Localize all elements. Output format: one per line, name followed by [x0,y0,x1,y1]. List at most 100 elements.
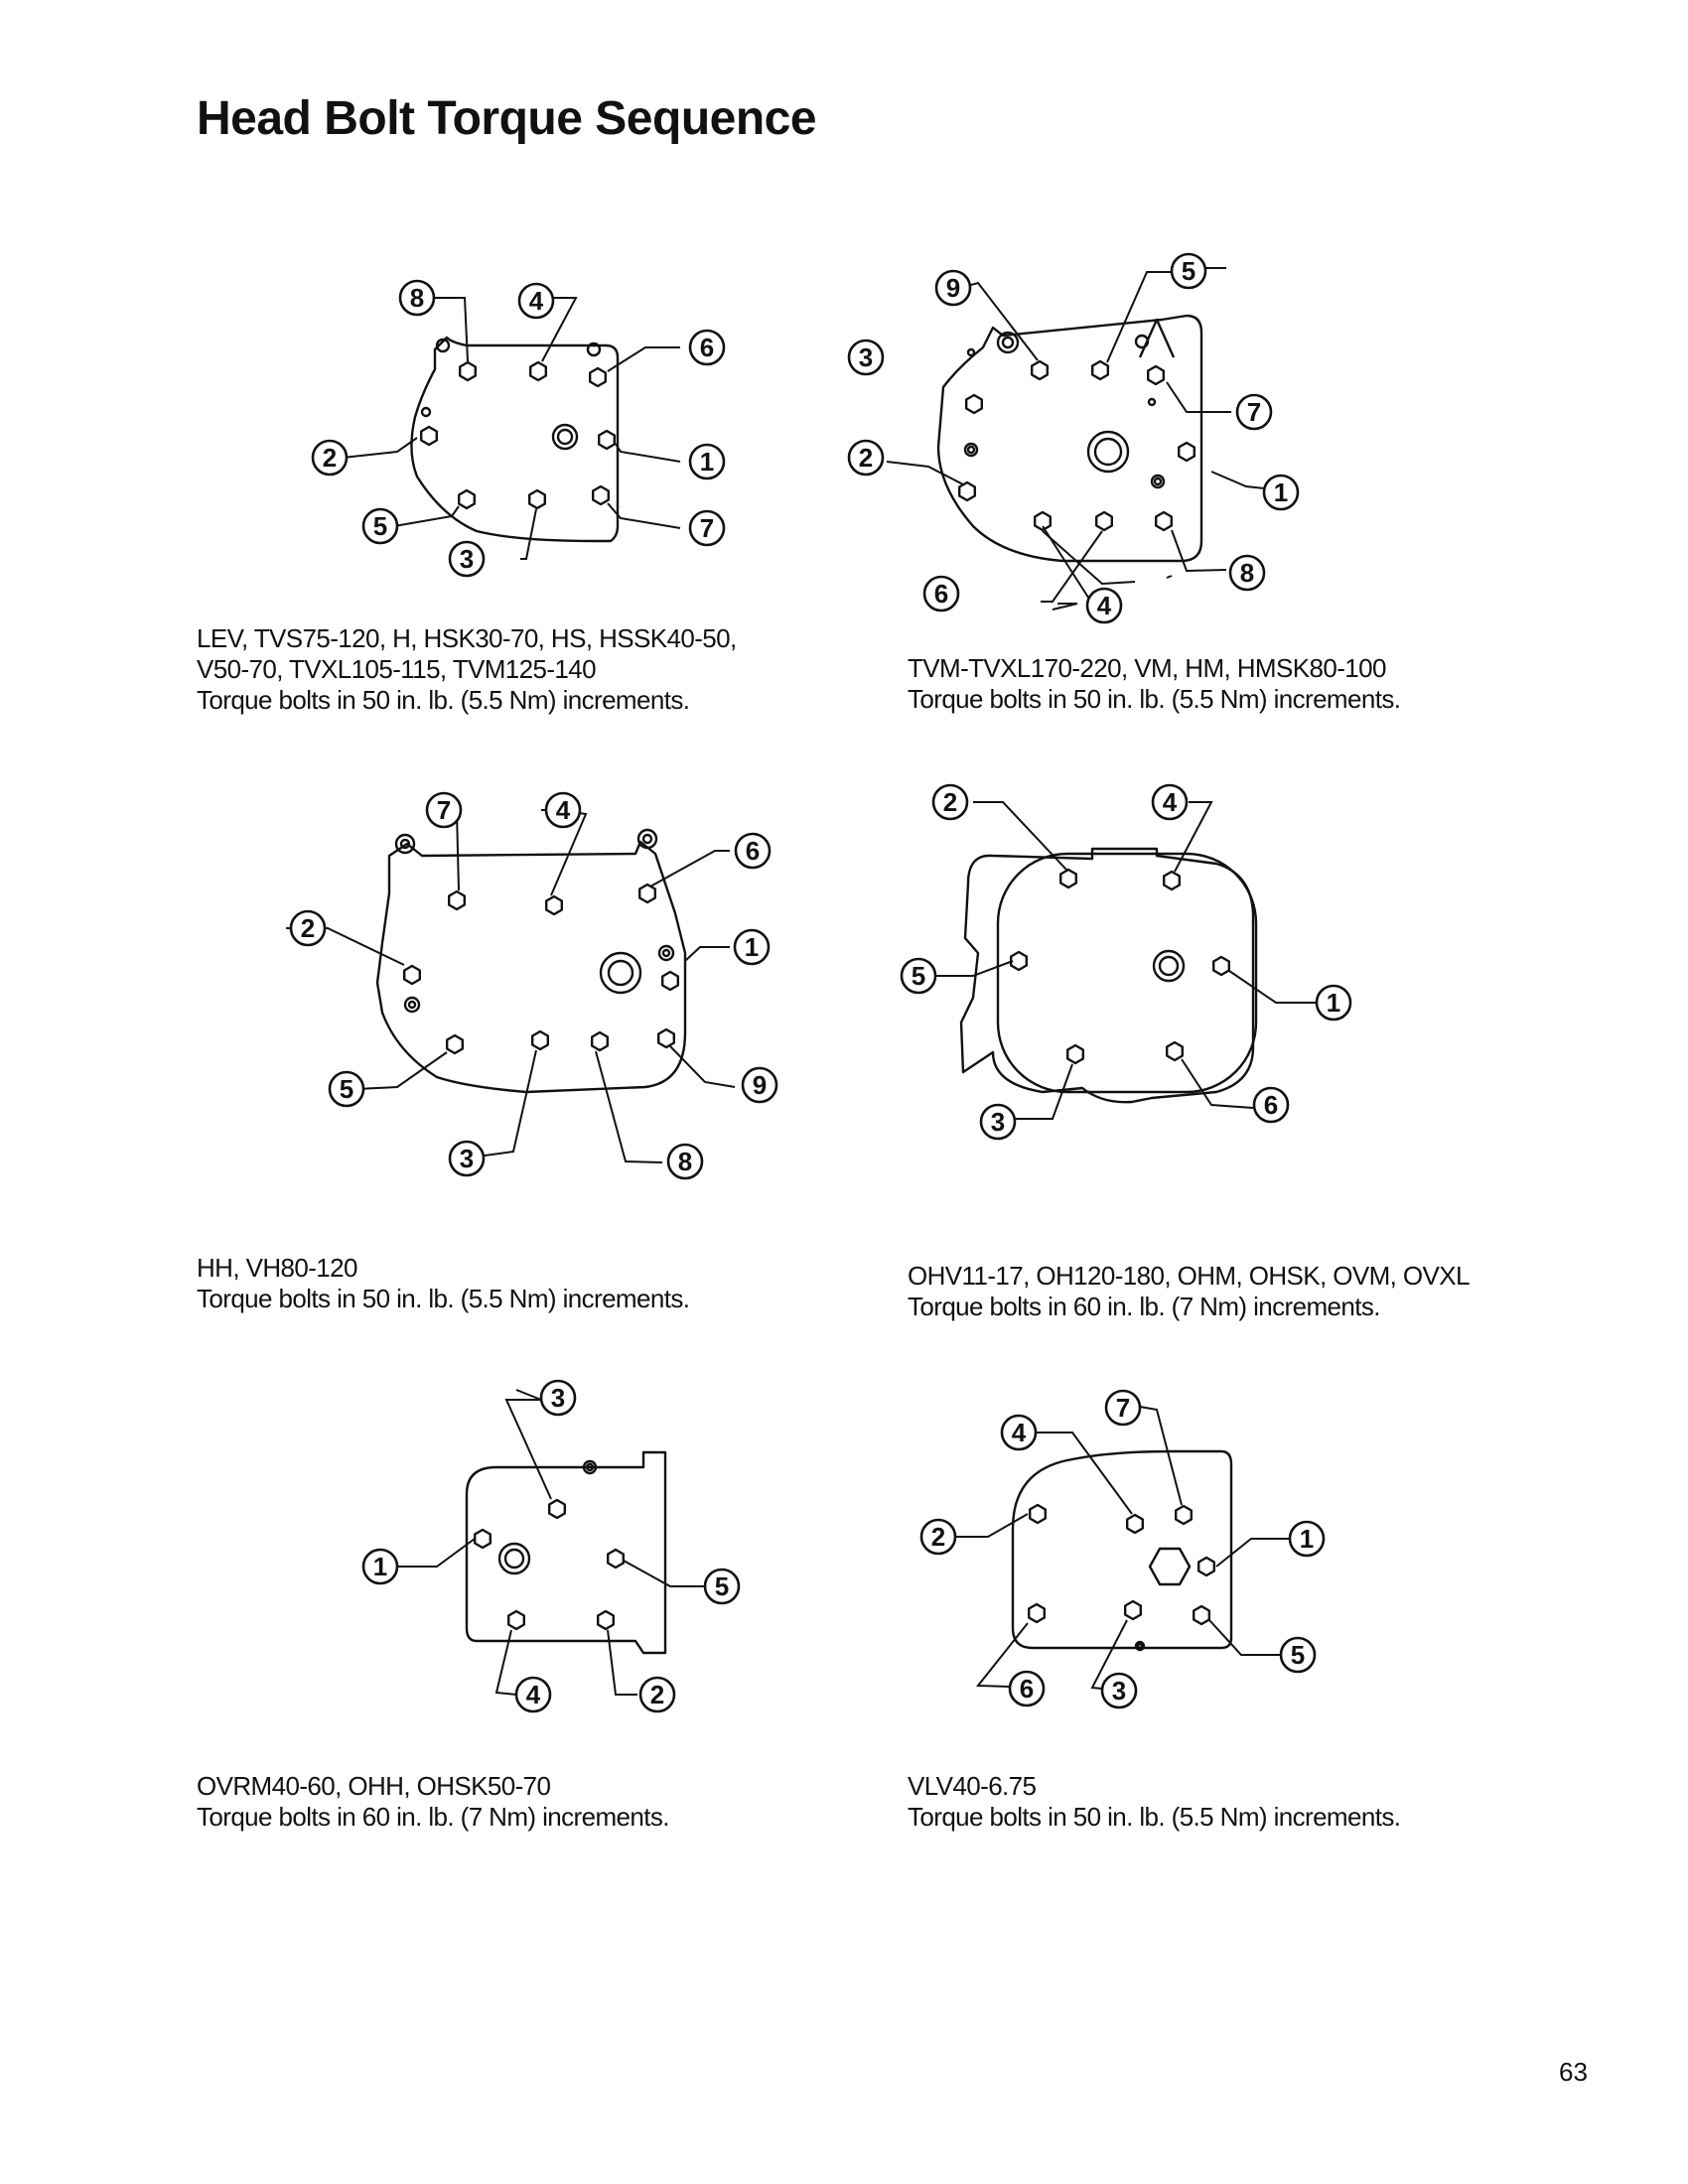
spark-plug-hole [1136,1642,1144,1650]
head-bolt [598,429,616,451]
caption-6: VLV40-6.75 Torque bolts in 50 in. lb. (5… [908,1771,1401,1833]
spark-plug-hole [996,331,1020,354]
sequence-circle [1085,587,1123,624]
spark-plug-hole [585,1462,595,1472]
spark-plug-hole [1153,477,1163,486]
head-bolt [529,360,547,382]
sequence-circle [931,783,969,821]
spark-plug-hole [607,959,634,987]
leader-line [955,1513,1029,1538]
leader-line [1042,530,1136,586]
head-bolt [592,484,610,506]
caption-2: TVM-TVXL170-220, VM, HM, HMSK80-100 Torq… [908,653,1401,715]
sequence-number: 3 [1112,1676,1126,1706]
sequence-number: 1 [1327,988,1340,1018]
torque-text: Torque bolts in 50 in. lb. (5.5 Nm) incr… [197,685,690,715]
sequence-number: 3 [551,1383,565,1413]
head-bolt [1030,359,1050,381]
models-text: LEV, TVS75-120, H, HSK30-70, HS, HSSK40-… [197,623,737,653]
head-outline [465,1450,667,1655]
head-bolt [1174,1504,1194,1526]
head-bolt [958,480,976,502]
sequence-circle [289,909,327,947]
torque-text: Torque bolts in 50 in. lb. (5.5 Nm) incr… [908,1802,1401,1832]
leader-line [607,502,681,529]
spark-plug-hole [641,833,653,845]
leader-line [520,508,537,560]
sequence-circle [1262,474,1300,511]
sequence-circle [688,443,726,480]
sequence-circle [361,1548,399,1585]
sequence-circle [741,1066,778,1104]
sequence-number: 7 [700,513,714,543]
leader-line [1090,1619,1128,1690]
head-bolt [507,1609,525,1631]
sequence-number: 6 [1020,1674,1034,1704]
sequence-circle [1252,1086,1290,1124]
spark-plug-hole [497,1542,531,1575]
head-bolt [446,1033,464,1055]
torque-text: Torque bolts in 60 in. lb. (7 Nm) increm… [908,1292,1380,1321]
sequence-circle [1170,252,1207,290]
head-bolt [1094,510,1114,532]
head-bolt [1154,510,1174,532]
spark-plug-hole [435,338,451,353]
sequence-number: 6 [1264,1090,1278,1120]
sequence-number: 4 [526,1680,541,1709]
leader-line [607,1629,637,1696]
leader-line [356,1051,448,1090]
sequence-circle [1315,984,1352,1022]
sequence-circle [311,439,349,477]
head-bolt [1177,441,1196,463]
head-bolt [403,964,421,986]
sequence-circle [919,1518,957,1556]
head-bolt [1033,510,1053,532]
head-outline [410,336,620,543]
models-text: V50-70, TVXL105-115, TVM125-140 [197,654,597,684]
caption-3: HH, VH80-120 Torque bolts in 50 in. lb. … [197,1253,690,1314]
head-bolt [657,1027,675,1049]
head-outline [375,840,687,1094]
head-bolt [545,894,563,916]
head-bolt [1010,950,1029,972]
leader-line [1106,271,1179,363]
sequence-circle [1288,1520,1326,1558]
sequence-circle [1008,1670,1046,1707]
leader-line [1015,1063,1073,1120]
sequence-number: 4 [529,286,544,316]
spark-plug-hole [403,996,421,1014]
sequence-number: 6 [934,579,948,609]
head-bolt [591,1030,609,1052]
head-outline [936,314,1203,563]
sequence-number: 6 [746,836,760,866]
head-bolt [531,1029,549,1051]
sequence-circle [666,1143,704,1180]
head-bolt [1123,1599,1143,1621]
leader-line [397,1538,476,1568]
caption-5: OVRM40-60, OHH, OHSK50-70 Torque bolts i… [197,1771,669,1833]
models-text: HH, VH80-120 [197,1253,357,1283]
sequence-number: 3 [991,1107,1005,1137]
spark-plug-hole [1150,474,1166,489]
leader-line [595,1050,663,1163]
leader-line [393,505,460,527]
spark-plug-hole [1147,397,1157,407]
sequence-number: 3 [460,544,474,574]
head-bolt [474,1528,492,1550]
sequence-number: 4 [1163,787,1178,817]
sequence-circle [1100,1672,1138,1709]
sequence-circle [1000,1414,1038,1451]
head-bolt [1028,1503,1048,1525]
leader-line [975,1622,1029,1688]
sequence-number: 1 [745,932,759,962]
leader-line [1166,575,1173,579]
leader-line [342,437,418,459]
sequence-number: 1 [373,1552,387,1581]
head-bolt [548,1498,566,1520]
leader-line [669,1045,736,1088]
leader-line [607,346,680,372]
sequence-circle [847,439,885,477]
leader-line [494,1629,517,1696]
